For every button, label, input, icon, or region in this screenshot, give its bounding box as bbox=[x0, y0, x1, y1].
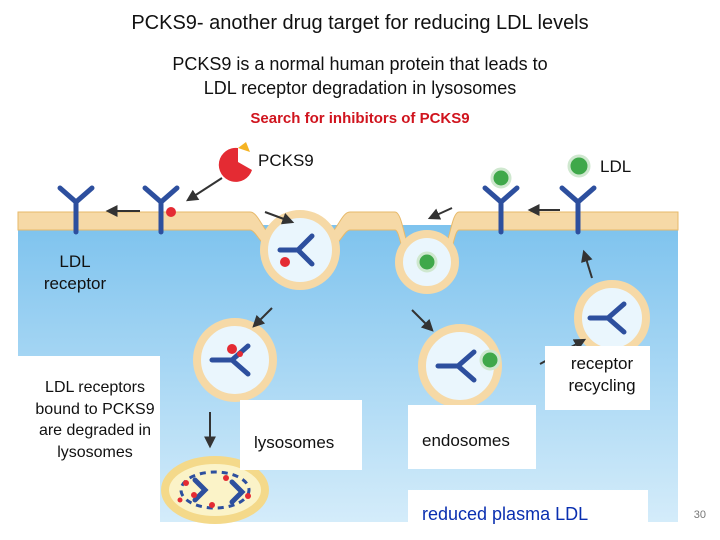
ldl-particle bbox=[416, 251, 438, 273]
label-reduced-plasma-ldl: reduced plasma LDL bbox=[422, 504, 589, 524]
label-endosomes: endosomes bbox=[422, 431, 510, 450]
ldl-particle bbox=[567, 154, 591, 178]
endosome-label-box bbox=[408, 405, 536, 469]
receptor bbox=[435, 349, 477, 383]
reduced-ldl-box bbox=[408, 490, 648, 522]
pcks9-bound bbox=[280, 257, 290, 267]
pcks9-bound bbox=[227, 344, 237, 354]
label-ldl-receptor: LDL receptor bbox=[43, 252, 107, 293]
receptor bbox=[209, 343, 251, 377]
arrow bbox=[185, 177, 223, 202]
arrow bbox=[252, 307, 273, 328]
degradation-label-box bbox=[18, 356, 160, 522]
receptor bbox=[229, 479, 246, 505]
pcks9-bound bbox=[166, 207, 176, 217]
ldl-particle bbox=[490, 167, 512, 189]
arrow bbox=[427, 207, 453, 220]
slide-subtitle: PCKS9 is a normal human protein that lea… bbox=[172, 54, 548, 98]
receptor bbox=[482, 185, 520, 235]
arrow bbox=[264, 211, 295, 225]
lysosome bbox=[161, 456, 269, 524]
recycling-label-box bbox=[545, 346, 650, 410]
receptor bbox=[277, 233, 315, 267]
slide-title: PCKS9- another drug target for reducing … bbox=[131, 12, 589, 34]
lysosome-label-box bbox=[240, 400, 362, 470]
arrow bbox=[411, 309, 434, 332]
page-number: 30 bbox=[693, 509, 706, 521]
arrow bbox=[581, 249, 593, 279]
search-note: Search for inhibitors of PCKS9 bbox=[250, 110, 470, 127]
label-receptor-recycling: receptor recycling bbox=[568, 354, 636, 395]
label-pcks9: PCKS9 bbox=[258, 151, 314, 170]
label-ldl: LDL bbox=[600, 157, 632, 176]
receptor bbox=[57, 185, 95, 235]
receptor bbox=[559, 185, 597, 235]
label-degraded: LDL receptors bound to PCKS9 are degrade… bbox=[35, 379, 155, 461]
label-lysosomes: lysosomes bbox=[254, 433, 335, 452]
receptor bbox=[587, 301, 627, 335]
receptor bbox=[192, 477, 209, 503]
lysosome-inner bbox=[179, 470, 251, 510]
ldl-particle bbox=[479, 349, 501, 371]
receptor bbox=[142, 185, 180, 235]
pcks9-protein bbox=[218, 147, 252, 182]
